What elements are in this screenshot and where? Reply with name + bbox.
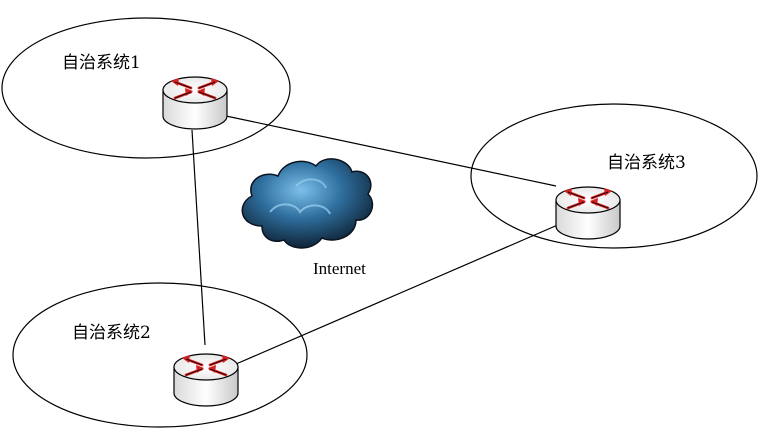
as1-boundary (1, 17, 291, 159)
as2-label: 自治系统2 (72, 323, 151, 343)
router-icon (172, 352, 240, 408)
router-icon (161, 75, 229, 131)
link-as1-as3 (225, 115, 557, 187)
as2-boundary (12, 282, 308, 428)
cloud-icon (241, 158, 374, 249)
router-icon (554, 185, 622, 241)
link-as2-as3 (235, 223, 561, 365)
as1-label: 自治系统1 (62, 53, 141, 73)
internet-label: Internet (313, 259, 366, 278)
as3-boundary (470, 103, 758, 249)
as3-label: 自治系统3 (607, 153, 686, 173)
link-as1-as2 (191, 129, 206, 346)
